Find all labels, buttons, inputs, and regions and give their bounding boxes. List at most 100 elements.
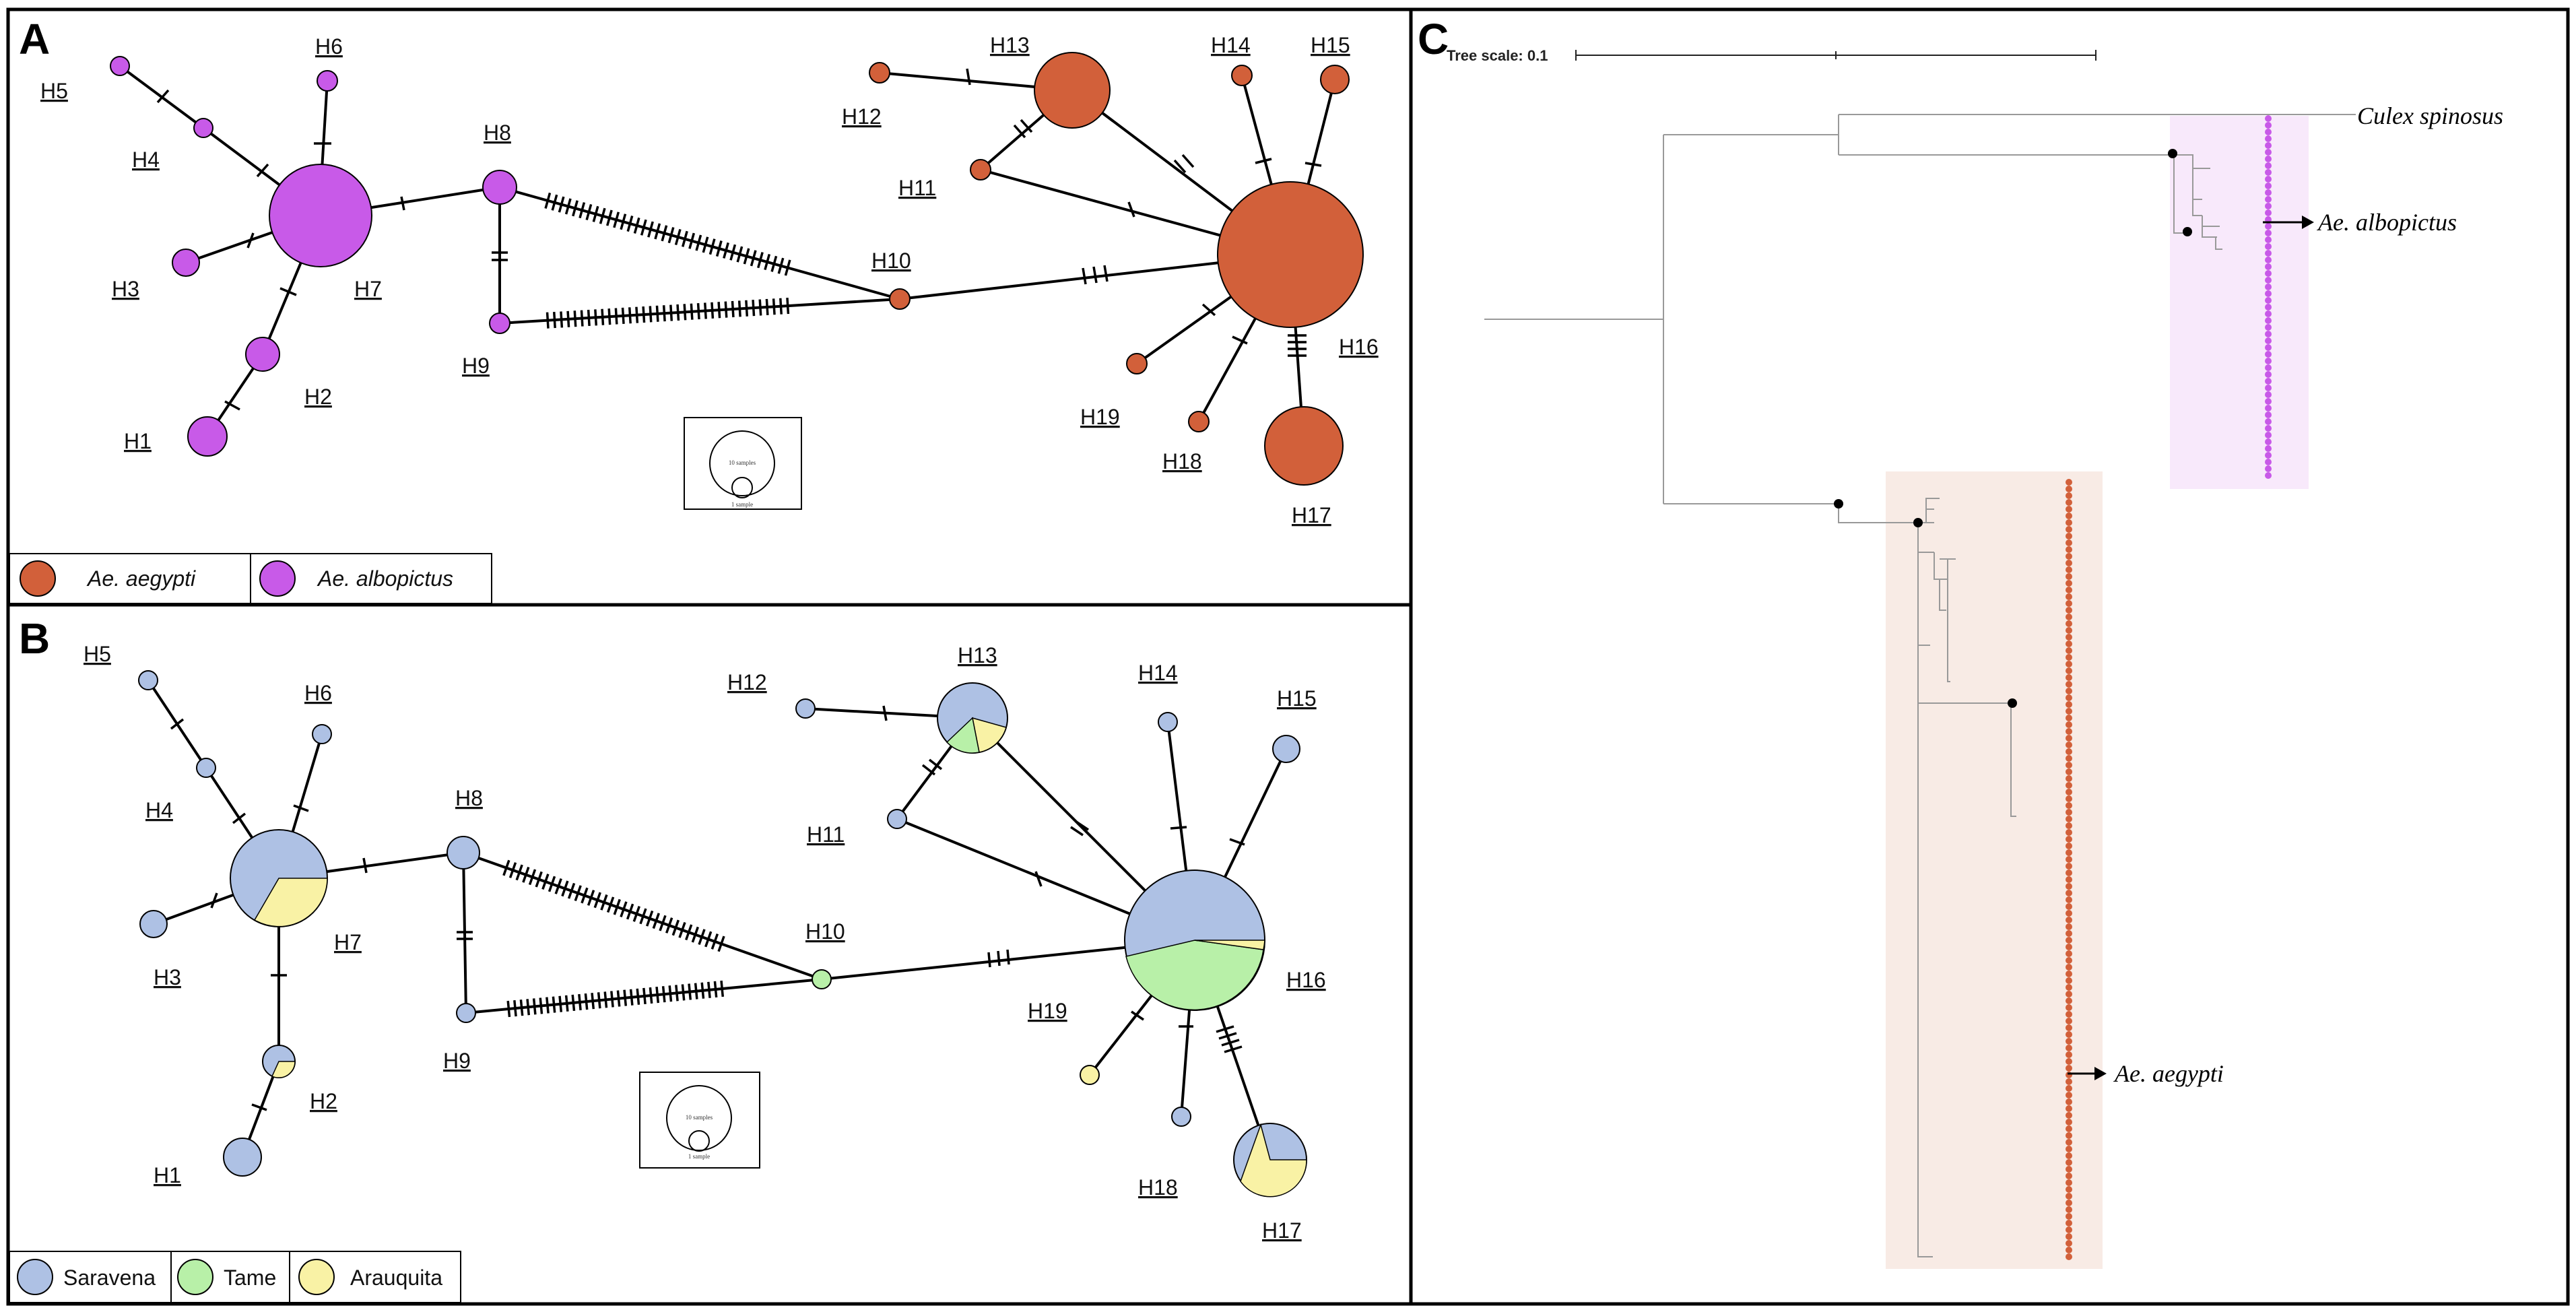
label-h14: H14	[1138, 661, 1178, 685]
leaf-dot	[2066, 1132, 2072, 1139]
label-h6: H6	[315, 34, 343, 59]
leaf-dot	[2265, 405, 2272, 412]
tick	[639, 908, 647, 925]
tick	[561, 880, 569, 897]
tick	[1082, 267, 1087, 285]
tick	[750, 250, 757, 267]
leaf-dot	[2066, 1179, 2072, 1186]
label-h17: H17	[1292, 503, 1331, 527]
tick	[532, 998, 537, 1015]
leaf-dot	[2066, 1139, 2072, 1146]
tree-node-dot	[2183, 227, 2192, 236]
tick	[645, 910, 654, 927]
leaf-dot	[2066, 1206, 2072, 1213]
tick	[600, 894, 608, 911]
node-h7	[269, 164, 372, 267]
leaf-dot	[2066, 930, 2072, 937]
node-h12	[795, 698, 816, 719]
leaf-dot	[2265, 149, 2272, 156]
size-key-b: 10 samples 1 sample	[639, 1072, 760, 1169]
leaf-dot	[2265, 284, 2272, 290]
node-h8	[447, 836, 480, 870]
leaf-dot	[2066, 1240, 2072, 1247]
leaf-dot	[2066, 647, 2072, 654]
leaf-dot	[2066, 1200, 2072, 1206]
leaf-dot	[2265, 236, 2272, 243]
leaf-dot	[2265, 169, 2272, 176]
key-large-label: 10 samples	[729, 459, 756, 466]
tick	[613, 211, 620, 228]
legend-b: Saravena Tame Arauquita	[9, 1251, 461, 1303]
leaf-dot	[2265, 317, 2272, 324]
tick	[548, 876, 556, 892]
leaf-dot	[2265, 183, 2272, 189]
leaf-dot	[2066, 822, 2072, 829]
label-h14: H14	[1211, 33, 1251, 57]
leaf-dot	[2066, 755, 2072, 762]
label-h18: H18	[1138, 1175, 1178, 1200]
node-h4	[193, 118, 213, 138]
leaf-dot	[2066, 681, 2072, 688]
leaf-dot	[2265, 331, 2272, 337]
label-h5: H5	[84, 642, 111, 666]
node-h16	[1124, 870, 1265, 1011]
tick	[1218, 1032, 1237, 1040]
leaf-dot	[2265, 263, 2272, 270]
leaf-dot	[2066, 513, 2072, 519]
tick	[928, 758, 943, 770]
legend-tame-label: Tame	[224, 1266, 276, 1290]
tick	[966, 68, 971, 86]
tick	[279, 287, 297, 296]
tick	[649, 306, 653, 323]
leaf-dot	[2265, 203, 2272, 209]
tick	[606, 209, 613, 226]
albopictus-label: Ae. albopictus	[2317, 209, 2457, 236]
leaf-dot	[2066, 1011, 2072, 1018]
node-h13	[937, 682, 1008, 754]
leaf-dot	[2066, 634, 2072, 641]
leaf-dot	[2066, 573, 2072, 580]
leaf-dot	[2066, 896, 2072, 903]
leaf-dot	[2066, 829, 2072, 836]
node-h6	[312, 724, 332, 744]
tick	[640, 219, 647, 236]
panel-a-letter: A	[19, 15, 50, 63]
leaf-dot	[2066, 977, 2072, 984]
tick	[745, 300, 749, 317]
node-h13	[1034, 52, 1111, 129]
leaf-dot	[2265, 358, 2272, 364]
leaf-dot	[2066, 870, 2072, 876]
tick	[711, 302, 715, 319]
leaf-dot	[2066, 849, 2072, 856]
tick	[587, 890, 595, 906]
leaf-dot	[2066, 492, 2072, 499]
panel-c-border	[1409, 7, 2570, 1306]
tick	[526, 999, 531, 1016]
tick	[1201, 303, 1216, 317]
leaf-dot	[2066, 923, 2072, 930]
tick	[696, 303, 700, 320]
leaf-dot	[2265, 162, 2272, 169]
leaf-dot	[2066, 944, 2072, 950]
tick	[671, 919, 680, 936]
tick	[554, 878, 562, 894]
leaf-dot	[2066, 1253, 2072, 1260]
leaf-dot	[2066, 560, 2072, 566]
tick	[574, 885, 582, 902]
tree-backbone	[1484, 114, 2356, 523]
leaf-dot	[2265, 337, 2272, 344]
leaf-dot	[2265, 432, 2272, 438]
leaf-dot	[2265, 425, 2272, 432]
label-h1: H1	[124, 429, 152, 453]
label-h2: H2	[304, 385, 332, 409]
tick	[704, 931, 713, 948]
tick	[654, 223, 661, 240]
leaf-dot	[2066, 1085, 2072, 1092]
leaf-dot	[2066, 566, 2072, 573]
tick	[571, 994, 576, 1012]
tick	[564, 198, 572, 215]
tick	[603, 991, 608, 1008]
tree-node-dot	[2168, 149, 2177, 158]
tick	[535, 871, 543, 888]
